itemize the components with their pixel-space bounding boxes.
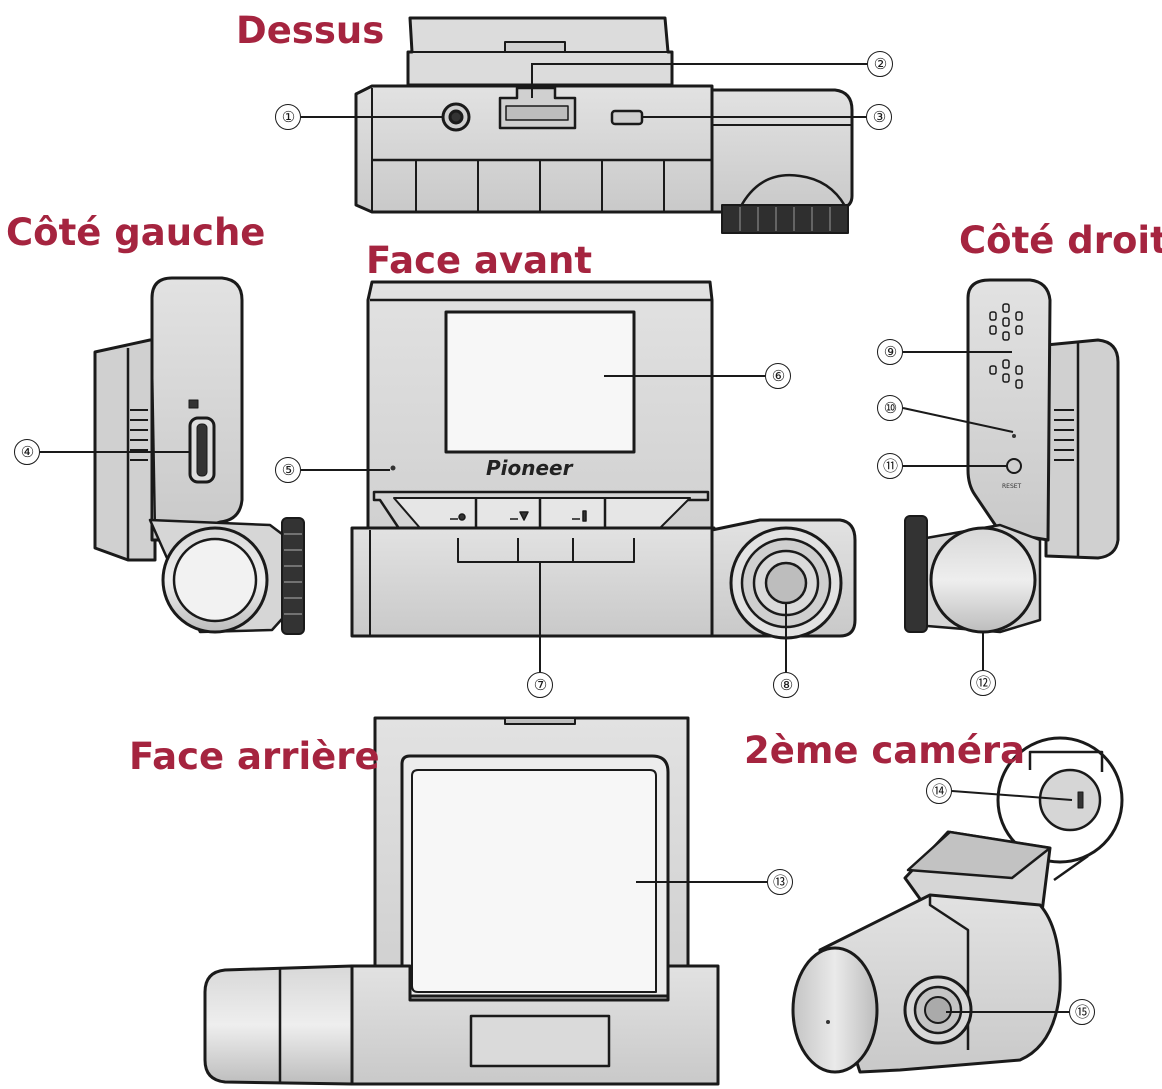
brand-logo: Pioneer: [486, 456, 574, 480]
top-view: [356, 18, 852, 233]
callout-10: ⑩: [877, 395, 903, 421]
callout-14: ⑭: [926, 778, 952, 804]
right-side-view: RESET: [905, 280, 1118, 632]
callout-4: ④: [14, 439, 40, 465]
callout-8: ⑧: [773, 672, 799, 698]
callout-13: ⑬: [767, 869, 793, 895]
callout-12: ⑫: [970, 670, 996, 696]
callout-9: ⑨: [877, 339, 903, 365]
reset-label: RESET: [1002, 483, 1022, 490]
title-right-side: Côté droit: [959, 222, 1162, 259]
callout-1: ①: [275, 104, 301, 130]
callout-5: ⑤: [275, 457, 301, 483]
callout-15: ⑮: [1069, 999, 1095, 1025]
callout-7: ⑦: [527, 672, 553, 698]
callout-3: ③: [866, 104, 892, 130]
title-top-view: Dessus: [236, 12, 384, 49]
front-view: Pioneer: [352, 282, 855, 672]
title-front-view: Face avant: [366, 242, 592, 279]
callout-2: ②: [867, 51, 893, 77]
left-side-view: [95, 278, 304, 634]
title-second-camera: 2ème caméra: [744, 732, 1025, 769]
callout-6: ⑥: [765, 363, 791, 389]
callout-11: ⑪: [877, 453, 903, 479]
title-left-side: Côté gauche: [6, 214, 265, 251]
title-rear-view: Face arrière: [129, 738, 380, 775]
